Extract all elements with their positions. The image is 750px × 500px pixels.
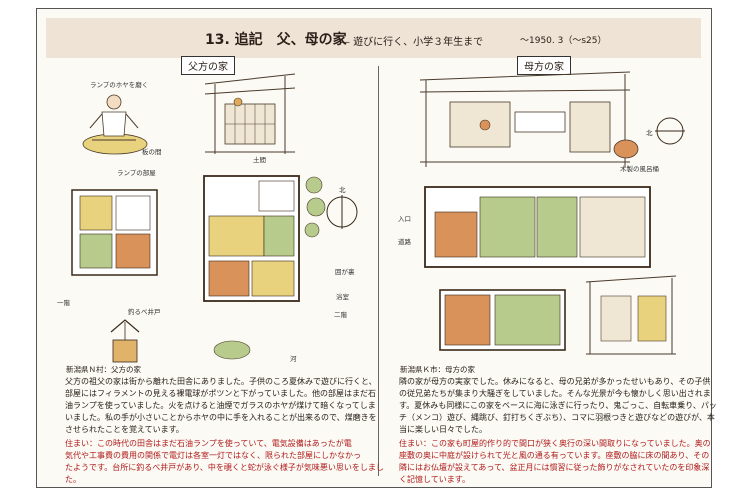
note-father-line: 住まい：この時代の田舎はまだ石油ランプを使っていて、電気設備はあったが電 (65, 439, 352, 448)
floor-plan-mother-second (439, 289, 566, 351)
period-label: 〜1950. 3（〜s25） (520, 36, 607, 46)
floor-plan-upper (71, 189, 158, 276)
body-mother: 隣の家が母方の実家でした。休みになると、母の兄弟が多かったせいもあり、その子供 … (399, 376, 717, 436)
note-mother-line: 座敷の奥に中庭が設けられて光と風の通る有っています。座敷の脇に床の間あり、その (399, 451, 710, 460)
wooden-bathtub-illustration (613, 139, 639, 159)
section-label-father: 父方の家 (181, 56, 235, 75)
compass-north-right (655, 117, 685, 145)
ikkai-label: 一階 (57, 299, 70, 307)
note-mother-line: 住まい：この家も町屋的作り的で間口が狭く奥行の深い間取りになっていました。奥の (399, 439, 711, 448)
body-mother-line: 当に楽しい日々でした。 (399, 425, 487, 434)
column-divider (378, 66, 379, 476)
doma-label: 土間 (253, 156, 266, 164)
lamp-label: ランプのホヤを磨く (90, 81, 149, 89)
entrance-label: 入口 (398, 215, 411, 223)
body-mother-line: 隣の家が母方の実家でした。休みになると、母の兄弟が多かったせいもあり、その子供 (399, 377, 711, 386)
compass-north-left (326, 195, 358, 229)
road-label: 道路 (398, 238, 411, 246)
page-subtitle: — 遊びに行く、小学３年生まで (340, 37, 484, 48)
bath-label-right: 木製の風呂桶 (620, 165, 659, 173)
note-father: 住まい：この時代の田舎はまだ石油ランプを使っていて、電気設備はあったが電 気代や… (65, 438, 384, 486)
section-label-mother: 母方の家 (517, 56, 571, 75)
zashiki-room-sketch (585, 275, 677, 355)
river-label: 河 (290, 355, 297, 363)
note-mother: 住まい：この家も町屋的作り的で間口が狭く奥行の深い間取りになっていました。奥の … (399, 438, 711, 486)
body-father: 父方の祖父の家は街から離れた田舎にありました。子供のころ夏休みで遊びに行くと、 … (65, 376, 377, 436)
north-label-right: 北 (646, 129, 653, 137)
note-mother-line: く記憶しています。 (399, 475, 470, 484)
note-father-line: たようです。台所に釣るべ井戸があり、中を覗くと蛇が泳ぐ様子が気味悪い思いをしまし (65, 463, 384, 472)
note-father-line: 気代や工事費の費用の関係で電灯は各室一灯ではなく、限られた部屋にしかなかっ (65, 451, 361, 460)
north-label-left: 北 (339, 186, 346, 194)
tsumugura-label: 囲が裏 (335, 268, 355, 276)
body-father-line: 油ランプを使っていました。火を点けると油煙でガラスのホヤが煤けて暗くなってしま (65, 401, 376, 410)
body-mother-line: の従兄弟たちが集まり大騒ぎをしていました。そんな光景が今も懐かしく思い出されま (399, 389, 711, 398)
farmhouse-interior-sketch (204, 73, 296, 154)
body-father-line: 部屋にはフィラメントの見える裸電球がポツンと下がっていました。他の部屋はまだ石 (65, 389, 376, 398)
well-label: 釣るべ井戸 (128, 308, 161, 316)
well-illustration (110, 319, 140, 363)
body-mother-line: チ（メンコ）遊び、縄跳び、釘打ちくぎぶち）、コマに羽根つきと遊びなどの遊びが、本 (399, 413, 715, 422)
nikai-label: 二階 (334, 311, 347, 319)
boy-cleaning-lamp-illustration (82, 94, 148, 155)
body-father-line: 父方の祖父の家は街から離れた田舎にありました。子供のころ夏休みで遊びに行くと、 (65, 377, 377, 386)
floor-plan-mother-house (424, 186, 651, 268)
body-father-line: させられたことを覚えています。 (65, 425, 184, 434)
lamp-room-label: ランプの部屋 (117, 169, 156, 177)
floor-plan-father-house (203, 175, 300, 302)
floor-plan-lower (72, 282, 157, 292)
page-title: 13. 追記 父、母の家 (205, 32, 347, 48)
body-father-line: いました。私の手が小さいことからホヤの中に手を入れることが出来るので、煤磨きを (65, 413, 377, 422)
note-father-line: た。 (65, 475, 81, 484)
caption-mother: 新潟県Ｋ市：母方の家 (400, 365, 475, 374)
townhouse-interior-sketch (419, 71, 631, 167)
flower-bush (213, 340, 251, 360)
itanoma-label: 板の間 (142, 148, 162, 156)
body-mother-line: す。夏休みも同様にこの家をベースに海に泳ぎに行ったり、鬼ごっこ、自転車乗り、パッ (399, 401, 717, 410)
title-band (46, 18, 701, 58)
caption-father: 新潟県Ｎ村：父方の家 (66, 365, 141, 374)
bath-label-left: 浴室 (336, 293, 349, 301)
note-mother-line: 隣にはお仏壇が設えてあって、盆正月には慣習に従った飾りがなされていたのを印象深 (399, 463, 710, 472)
garden-trees (304, 176, 326, 238)
